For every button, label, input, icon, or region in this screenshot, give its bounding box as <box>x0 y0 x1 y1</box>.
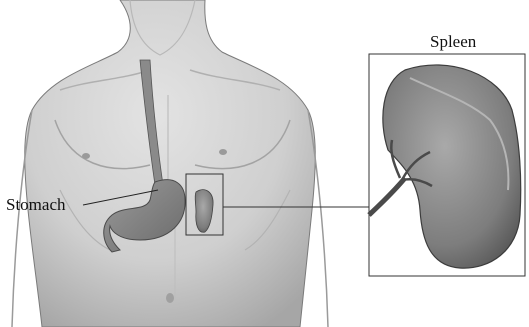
nipple-left <box>82 153 90 159</box>
torso <box>12 0 328 327</box>
spleen-label: Spleen <box>430 32 477 51</box>
spleen-inset <box>369 54 525 276</box>
navel <box>166 293 174 303</box>
stomach-label: Stomach <box>6 195 66 214</box>
nipple-right <box>219 149 227 155</box>
